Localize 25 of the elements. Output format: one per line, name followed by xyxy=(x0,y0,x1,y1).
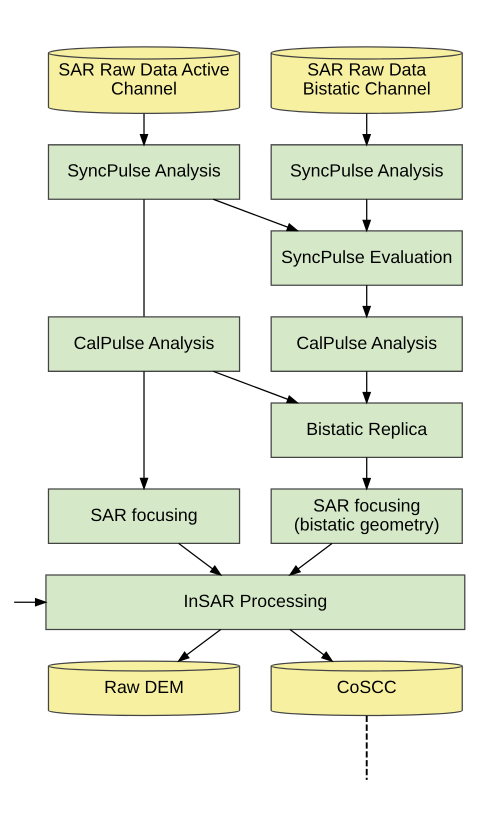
arrow xyxy=(140,113,148,146)
node-box: SyncPulse Evaluation xyxy=(270,230,463,286)
node-box: SyncPulse Analysis xyxy=(48,144,240,200)
connector xyxy=(366,715,368,780)
node-box: CalPulse Analysis xyxy=(270,316,463,372)
node-box: InSAR Processing xyxy=(45,574,466,630)
arrow xyxy=(288,542,332,576)
arrow xyxy=(362,198,372,232)
arrow xyxy=(140,371,148,490)
node-box: CalPulse Analysis xyxy=(48,316,240,372)
arrow xyxy=(362,284,372,318)
arrow xyxy=(213,370,300,404)
node-box: SyncPulse Analysis xyxy=(270,144,463,200)
arrow xyxy=(362,456,372,490)
connector xyxy=(143,198,145,316)
arrow xyxy=(177,628,222,662)
arrow xyxy=(290,628,334,662)
node-box: Bistatic Replica xyxy=(270,402,463,458)
arrow xyxy=(178,542,222,576)
arrow xyxy=(362,370,372,404)
arrow xyxy=(213,198,300,232)
arrow xyxy=(362,113,372,146)
node-box: SAR focusing xyxy=(48,488,240,544)
node-box: SAR focusing (bistatic geometry) xyxy=(270,488,463,544)
arrow xyxy=(14,597,48,606)
